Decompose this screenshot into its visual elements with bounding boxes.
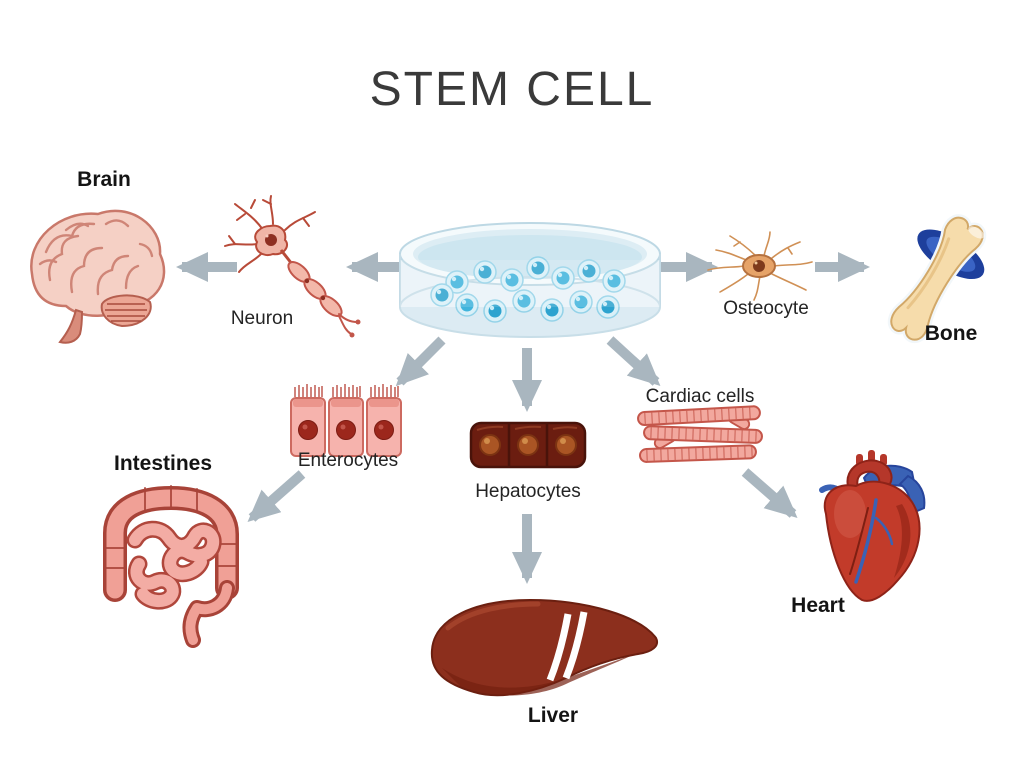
enterocytes-label: Enterocytes: [297, 450, 399, 471]
hepatocytes-icon: [469, 421, 587, 469]
intestines-label: Intestines: [113, 452, 213, 475]
intestines-icon: [103, 485, 239, 648]
liver-label: Liver: [527, 704, 579, 727]
cardiac-cells-icon: [637, 405, 763, 463]
stem-cells-petri-dish-icon: [399, 222, 661, 338]
heart-label: Heart: [791, 594, 845, 617]
stem-cells: [430, 256, 626, 323]
arrow-cardiac-cells-to-heart: [741, 468, 798, 518]
brain-icon: [30, 209, 166, 344]
hepatocytes-label: Hepatocytes: [475, 481, 581, 502]
bone-label: Bone: [924, 322, 978, 345]
cardiac-cells-label: Cardiac cells: [645, 386, 755, 407]
liver-icon: [430, 598, 658, 697]
osteocyte-label: Osteocyte: [723, 298, 809, 319]
arrow-enterocytes-to-intestines: [247, 470, 306, 522]
bone-icon: [887, 214, 987, 344]
arrow-dish-to-enterocytes: [395, 336, 446, 387]
enterocytes-icon: [290, 384, 402, 457]
brain-label: Brain: [77, 168, 131, 191]
osteocyte-icon: [707, 231, 813, 301]
diagram-title: STEM CELL: [369, 63, 655, 116]
neuron-icon: [224, 195, 361, 338]
arrow-dish-to-cardiac-cells: [606, 336, 661, 387]
heart-icon: [819, 450, 926, 602]
neuron-label: Neuron: [230, 308, 294, 329]
